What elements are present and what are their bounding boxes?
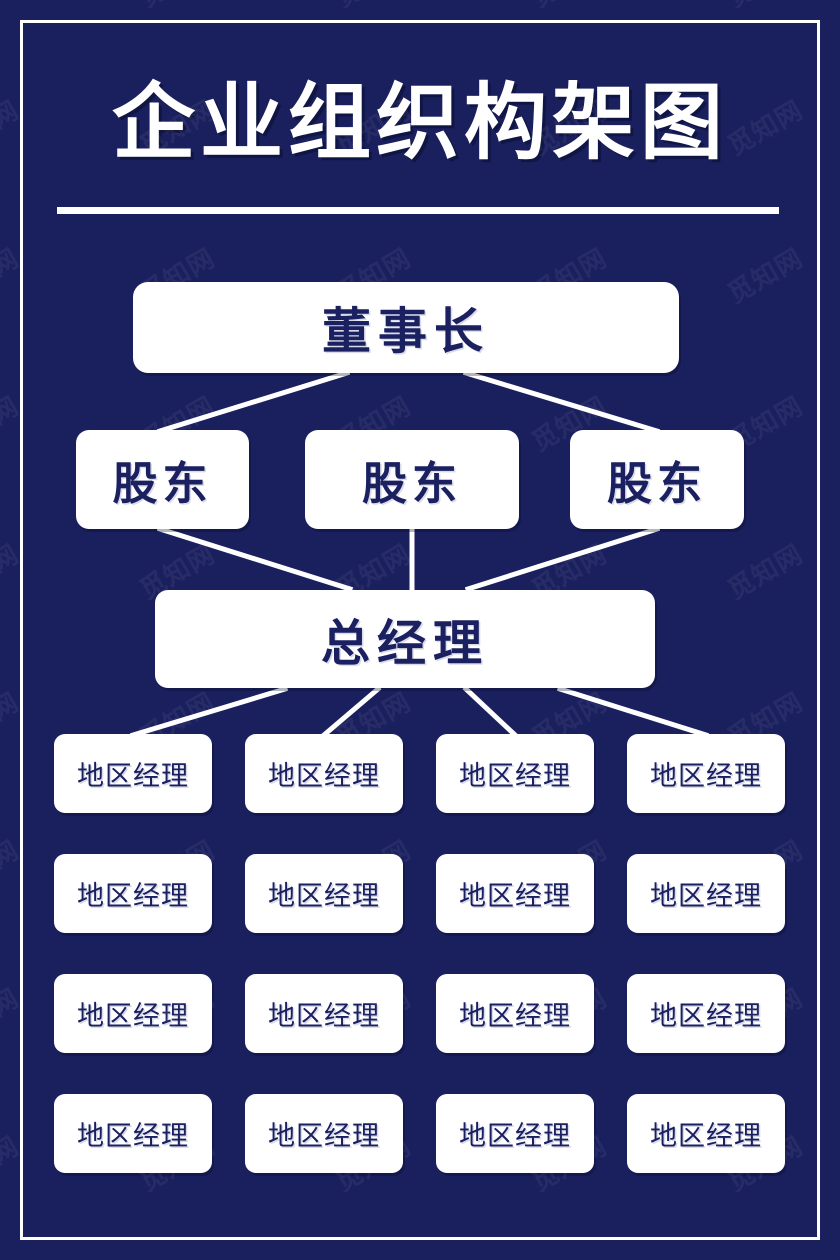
node-regional-manager-label: 地区经理 — [650, 1121, 762, 1152]
node-regional-manager-label: 地区经理 — [650, 1001, 762, 1032]
node-regional-manager-label: 地区经理 — [650, 881, 762, 912]
node-regional-manager-10[interactable]: 地区经理 — [245, 974, 403, 1053]
node-regional-manager-label: 地区经理 — [77, 1121, 189, 1152]
node-shareholder-2[interactable]: 股东 — [305, 430, 519, 529]
node-regional-manager-label: 地区经理 — [650, 761, 762, 792]
connector-general-manager-to-regional-2 — [320, 685, 382, 739]
node-chairman-label: 董事长 — [321, 303, 490, 360]
node-regional-manager-label: 地区经理 — [459, 761, 571, 792]
node-regional-manager-label: 地区经理 — [268, 1121, 380, 1152]
node-regional-manager-2[interactable]: 地区经理 — [245, 734, 403, 813]
connector-general-manager-to-regional-1 — [129, 685, 289, 739]
node-regional-manager-1[interactable]: 地区经理 — [54, 734, 212, 813]
node-regional-manager-13[interactable]: 地区经理 — [54, 1094, 212, 1173]
node-regional-manager-label: 地区经理 — [77, 1001, 189, 1032]
node-shareholder-label: 股东 — [112, 457, 213, 510]
node-regional-manager-4[interactable]: 地区经理 — [627, 734, 785, 813]
node-regional-manager-15[interactable]: 地区经理 — [436, 1094, 594, 1173]
node-shareholder-1[interactable]: 股东 — [76, 430, 249, 529]
connector-chairman-to-shareholder-1 — [156, 369, 351, 435]
node-regional-manager-16[interactable]: 地区经理 — [627, 1094, 785, 1173]
connector-chairman-to-shareholder-3 — [462, 369, 661, 435]
poster-title-wrap: 企业组织构架图 — [0, 78, 840, 168]
node-regional-manager-8[interactable]: 地区经理 — [627, 854, 785, 933]
node-regional-manager-3[interactable]: 地区经理 — [436, 734, 594, 813]
node-regional-manager-5[interactable]: 地区经理 — [54, 854, 212, 933]
node-regional-manager-7[interactable]: 地区经理 — [436, 854, 594, 933]
node-regional-manager-11[interactable]: 地区经理 — [436, 974, 594, 1053]
title-underline-rule — [57, 207, 779, 214]
node-regional-manager-label: 地区经理 — [459, 1001, 571, 1032]
connector-shareholder-1-to-general-manager — [156, 525, 354, 593]
connector-general-manager-to-regional-3 — [462, 685, 519, 739]
node-regional-manager-14[interactable]: 地区经理 — [245, 1094, 403, 1173]
connector-shareholder-3-to-general-manager — [464, 525, 661, 593]
connector-general-manager-to-regional-4 — [556, 685, 710, 739]
node-regional-manager-label: 地区经理 — [268, 881, 380, 912]
node-regional-manager-12[interactable]: 地区经理 — [627, 974, 785, 1053]
node-regional-manager-label: 地区经理 — [77, 881, 189, 912]
node-regional-manager-label: 地区经理 — [459, 1121, 571, 1152]
node-regional-manager-label: 地区经理 — [459, 881, 571, 912]
node-general-manager[interactable]: 总经理 — [155, 590, 655, 688]
node-general-manager-label: 总经理 — [320, 614, 489, 672]
node-shareholder-label: 股东 — [361, 457, 462, 510]
node-shareholder-3[interactable]: 股东 — [570, 430, 744, 529]
node-regional-manager-6[interactable]: 地区经理 — [245, 854, 403, 933]
node-regional-manager-label: 地区经理 — [268, 1001, 380, 1032]
node-regional-manager-9[interactable]: 地区经理 — [54, 974, 212, 1053]
node-regional-manager-label: 地区经理 — [77, 761, 189, 792]
page-title: 企业组织构架图 — [112, 74, 728, 171]
node-regional-manager-label: 地区经理 — [268, 761, 380, 792]
node-chairman[interactable]: 董事长 — [133, 282, 679, 373]
node-shareholder-label: 股东 — [606, 457, 707, 510]
